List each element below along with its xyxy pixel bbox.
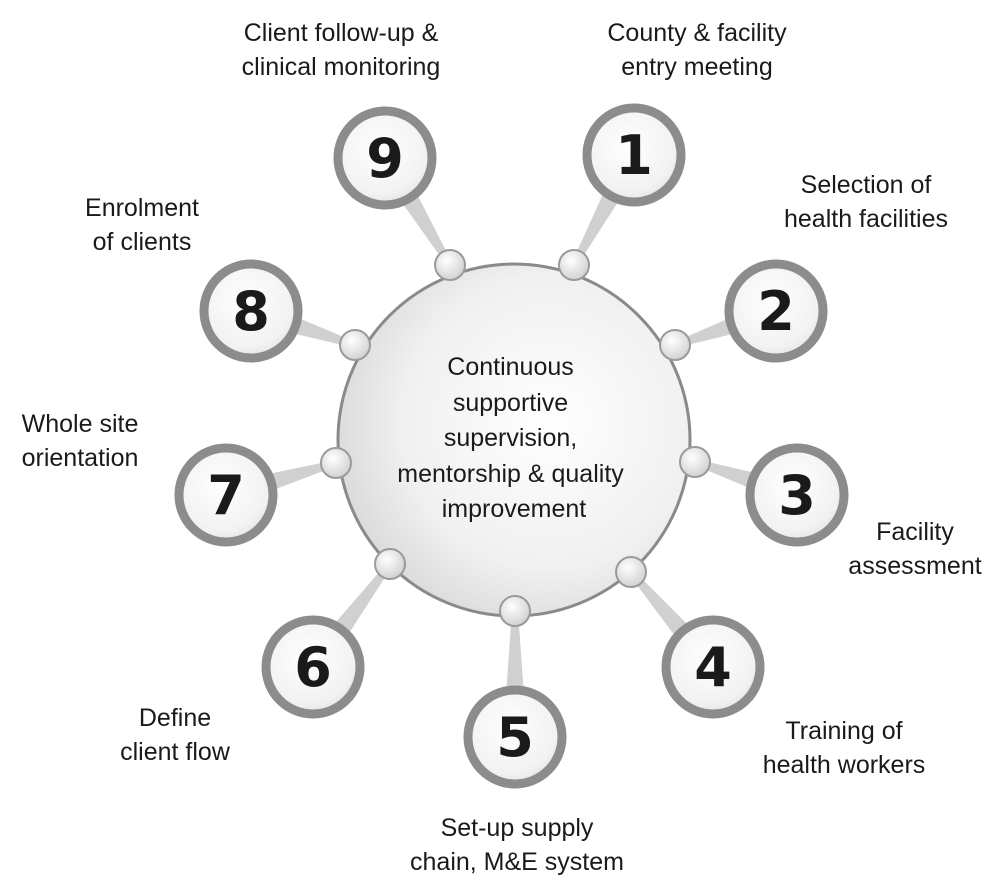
step-badge-circle <box>463 685 567 789</box>
step-badge-circle <box>661 615 765 719</box>
step-badge: 7 <box>174 443 278 547</box>
step-label-line: health facilities <box>784 205 948 233</box>
center-line: supportive <box>453 389 568 417</box>
step-label-line: Define <box>139 704 211 732</box>
center-line: Continuous <box>447 353 573 381</box>
step-badge: 2 <box>724 259 828 363</box>
step-number: 5 <box>496 706 534 769</box>
step-badge: 8 <box>199 259 303 363</box>
step-number: 9 <box>366 127 404 190</box>
ring-node <box>558 249 590 281</box>
ring-node <box>659 329 691 361</box>
step-label-line: of clients <box>93 228 192 256</box>
step-badge-circle <box>333 106 437 210</box>
step-number: 8 <box>232 280 270 343</box>
step-label-line: Facility <box>876 518 954 546</box>
step-label-line: Selection of <box>801 171 932 199</box>
step-label-line: Set-up supply <box>441 814 594 842</box>
center-line: improvement <box>442 495 587 523</box>
ring-node <box>320 447 352 479</box>
ring-node-layer <box>320 249 711 627</box>
ring-node <box>339 329 371 361</box>
step-label-line: Whole site <box>22 410 139 438</box>
step-badge-circle <box>199 259 303 363</box>
ring-node <box>615 556 647 588</box>
step-label-line: clinical monitoring <box>242 53 441 81</box>
step-number: 1 <box>615 124 653 187</box>
step-label-line: Enrolment <box>85 194 199 222</box>
step-label: Enrolment of clients <box>85 194 199 256</box>
center-line: supervision, <box>444 424 577 452</box>
step-number: 6 <box>294 636 332 699</box>
step-badge-circle <box>582 103 686 207</box>
center-label: Continuous supportive supervision, mento… <box>397 353 630 523</box>
center-line: mentorship & quality <box>397 460 624 488</box>
step-label-line: Client follow-up & <box>244 19 439 47</box>
step-label: Define client flow <box>120 704 231 766</box>
step-label: County & facility entry meeting <box>607 19 787 81</box>
ring-node <box>374 548 406 580</box>
step-label: Selection of health facilities <box>784 171 948 233</box>
step-label-line: entry meeting <box>621 53 772 81</box>
ring-node <box>679 446 711 478</box>
step-label-line: Training of <box>785 717 902 745</box>
step-badge: 9 <box>333 106 437 210</box>
step-number: 3 <box>778 464 816 527</box>
step-label: Client follow-up & clinical monitoring <box>242 19 441 81</box>
step-label-line: client flow <box>120 738 231 766</box>
step-badge-circle <box>261 615 365 719</box>
step-label-line: health workers <box>763 751 926 779</box>
step-badge-layer: 1 2 3 4 5 6 7 8 9 <box>174 103 849 789</box>
step-number: 2 <box>757 280 795 343</box>
step-label-line: chain, M&E system <box>410 848 624 876</box>
step-badge: 1 <box>582 103 686 207</box>
ring-node <box>434 249 466 281</box>
step-badge: 5 <box>463 685 567 789</box>
step-number: 4 <box>694 636 732 699</box>
step-label: Set-up supply chain, M&E system <box>410 814 624 876</box>
step-label-line: orientation <box>22 444 139 472</box>
step-badge-circle <box>174 443 278 547</box>
step-badge: 3 <box>745 443 849 547</box>
step-label-line: assessment <box>848 552 981 580</box>
step-label: Whole site orientation <box>22 410 139 472</box>
step-label-layer: County & facility entry meetingSelection … <box>22 19 982 876</box>
step-label-line: County & facility <box>607 19 787 47</box>
ring-node <box>499 595 531 627</box>
step-badge-circle <box>724 259 828 363</box>
step-badge: 4 <box>661 615 765 719</box>
step-label: Facility assessment <box>848 518 981 580</box>
step-label: Training of health workers <box>763 717 926 779</box>
step-badge: 6 <box>261 615 365 719</box>
step-number: 7 <box>207 464 245 527</box>
step-badge-circle <box>745 443 849 547</box>
